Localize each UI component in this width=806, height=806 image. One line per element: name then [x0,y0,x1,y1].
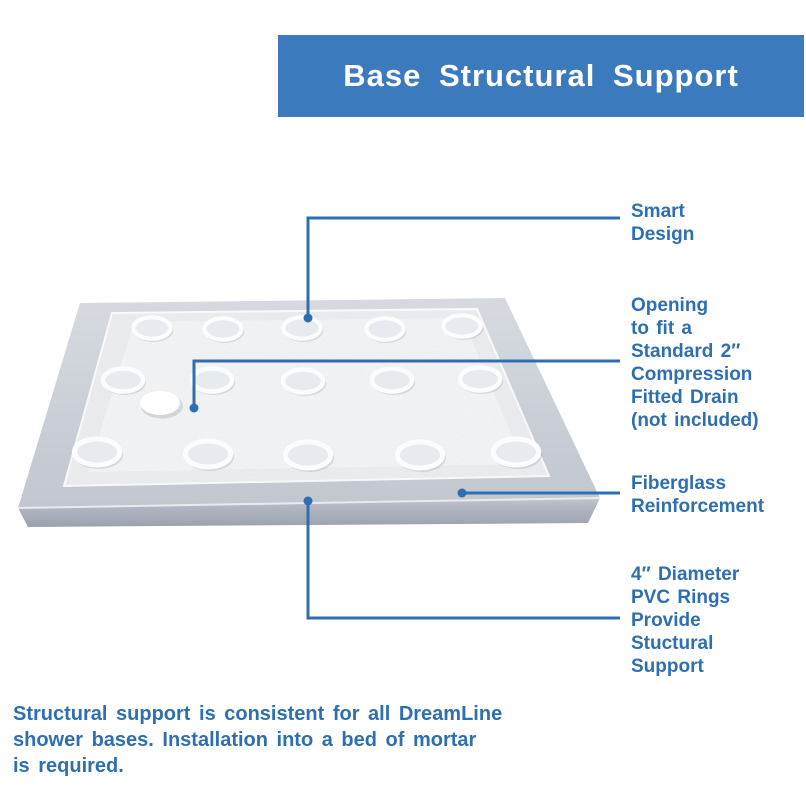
callout-dot-fiberglass [457,488,467,498]
callout-label-pvc-rings: 4″ Diameter PVC Rings Provide Stuctural … [631,564,740,677]
pvc-ring [204,318,244,343]
pvc-ring [366,318,406,343]
pvc-ring [133,317,173,342]
page-title: Base Structural Support [343,58,739,93]
callout-label-drain-opening: Opening to fit a Standard 2″ Compression… [631,295,759,431]
callout-line-smart-design [306,216,620,318]
pvc-ring [185,441,234,471]
pvc-ring [397,442,446,472]
callout-line-drain-opening [192,359,620,408]
pvc-ring [283,370,326,397]
drain-opening-hole [140,391,180,415]
footer-note: Structural support is consistent for all… [13,703,503,777]
callout-line-pvc-rings [306,501,620,620]
pvc-ring [192,369,235,396]
callout-label-smart-design: Smart Design [631,201,695,245]
pvc-ring [443,315,483,340]
pvc-ring [493,439,542,469]
pvc-ring [283,317,323,342]
pvc-ring [285,442,334,472]
pvc-ring [460,368,503,395]
pvc-ring [74,439,123,469]
callout-dot-smart-design [303,313,313,323]
callout-dot-drain-opening [189,403,199,413]
pvc-ring [372,369,415,396]
pvc-ring [103,369,146,396]
callout-dot-pvc-rings [303,496,313,506]
header-banner: Base Structural Support [278,35,804,117]
callout-label-fiberglass: Fiberglass Reinforcement [631,473,765,517]
